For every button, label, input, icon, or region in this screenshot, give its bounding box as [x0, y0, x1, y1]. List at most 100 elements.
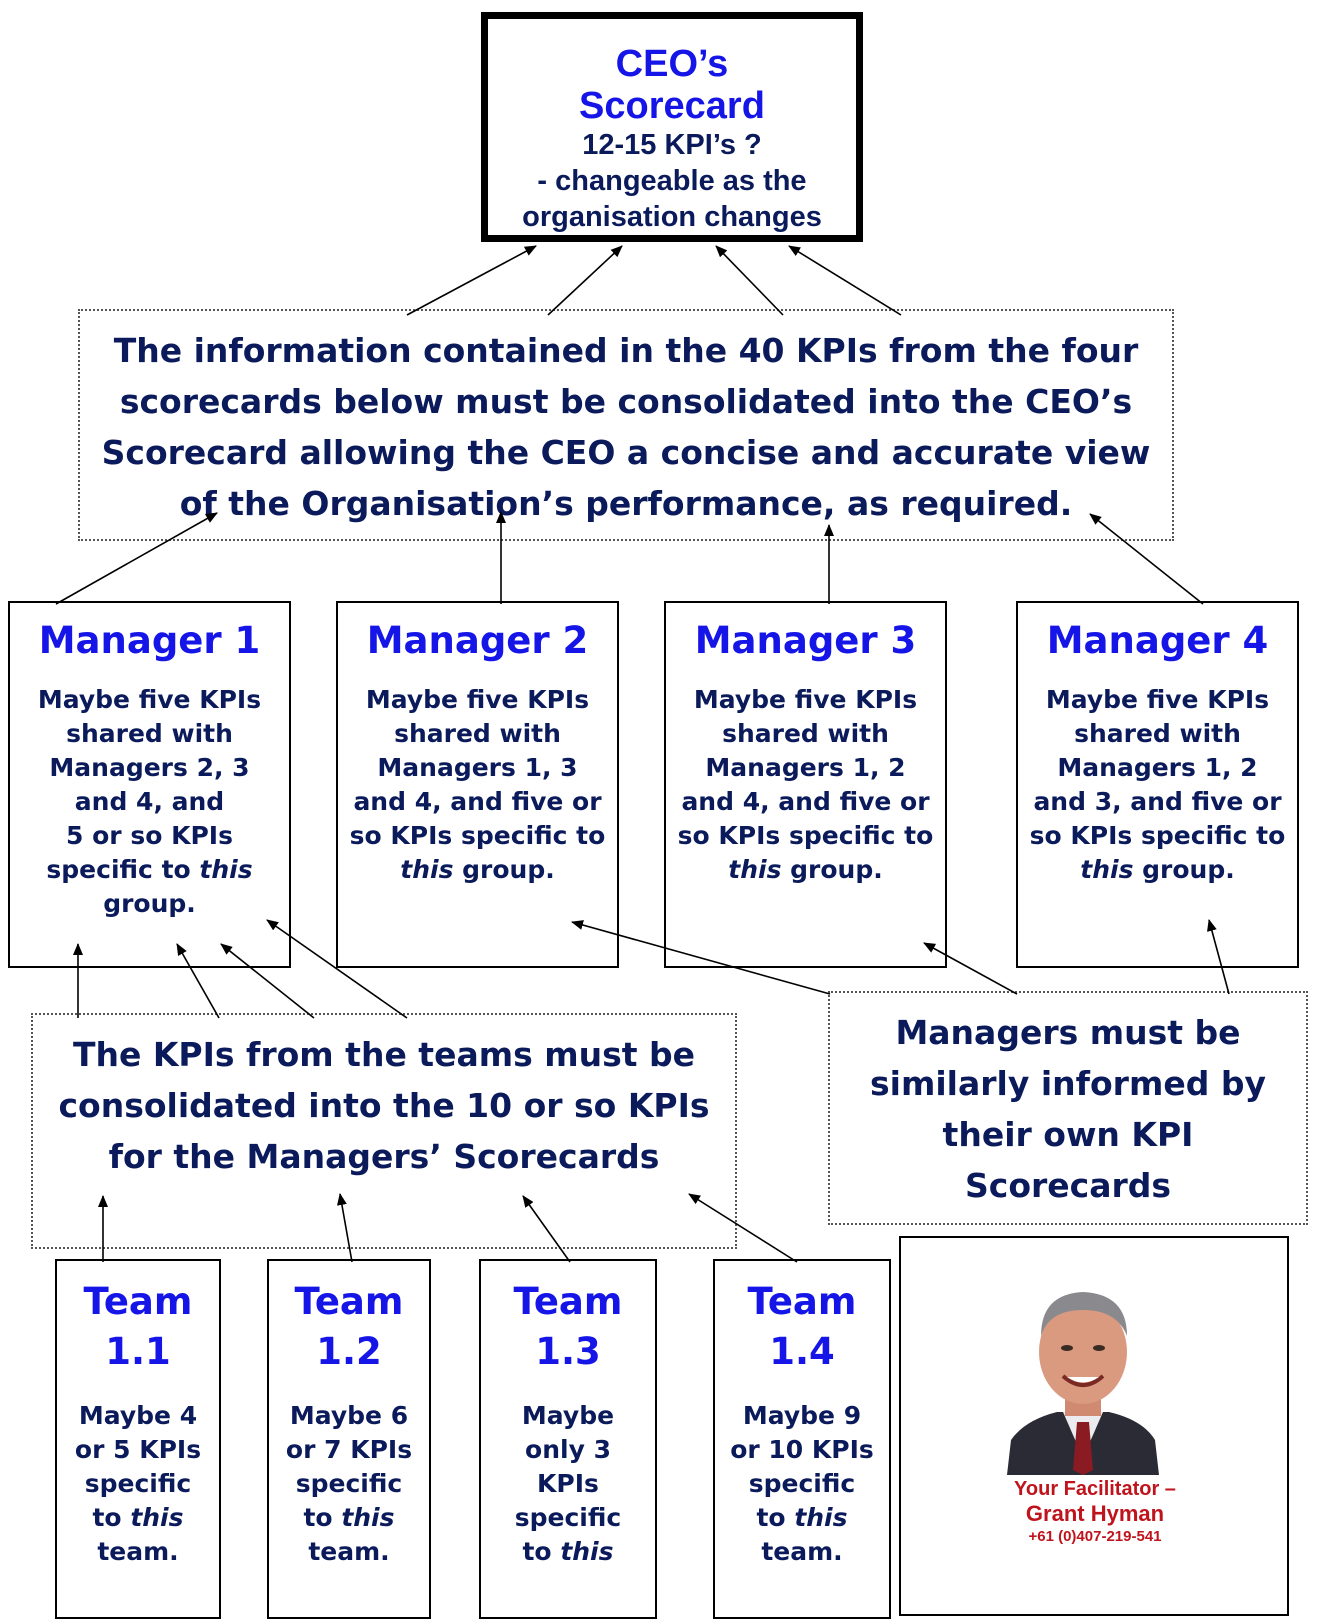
team-consolidation-line1: The KPIs from the teams must be [72, 1035, 696, 1074]
ceo-title-line2: Scorecard [579, 85, 765, 127]
manager-2-line: and 4, and five or [353, 787, 602, 816]
team-1-2-title-word: Team [294, 1280, 404, 1323]
consolidation-line4: of the Organisation’s performance, as re… [179, 484, 1073, 523]
team-1-2-number: 1.2 [316, 1330, 382, 1373]
consolidation-line3: Scorecard allowing the CEO a concise and… [101, 433, 1151, 472]
arrow-team-msg-to-m1-c [220, 943, 315, 1019]
arrow-manager-4-up [1089, 513, 1204, 605]
manager-4-line: Maybe five KPIs [1045, 685, 1270, 714]
facilitator-photo [1005, 1270, 1161, 1475]
manager-1-line: 5 or so KPIs [66, 821, 233, 850]
team-1-1-title-word: Team [83, 1280, 193, 1323]
team-1-1-line: specific [84, 1469, 192, 1498]
team-1-4-box: Team 1.4 Maybe 9 or 10 KPIs specific to … [713, 1259, 891, 1619]
manager-1-title: Manager 1 [38, 619, 261, 662]
team-1-1-number: 1.1 [105, 1330, 171, 1373]
team-1-3-box: Team 1.3 Maybe only 3 KPIs specific to t… [479, 1259, 657, 1619]
team-1-3-title-word: Team [513, 1280, 623, 1323]
team-1-3-line: Maybe [521, 1401, 615, 1430]
arrow-team-1-2-up [336, 1193, 353, 1263]
managers-informed-line2: similarly informed by [870, 1064, 1266, 1103]
manager-2-title: Manager 2 [366, 619, 589, 662]
team-1-2-line: Maybe 6 [289, 1401, 409, 1430]
manager-3-line: shared with [722, 719, 889, 748]
team-1-4-line: team. [761, 1537, 843, 1566]
arrow-manager-1-up [55, 512, 218, 605]
manager-2-line: Maybe five KPIs [365, 685, 590, 714]
manager-1-line: Maybe five KPIs [37, 685, 262, 714]
consolidation-line1: The information contained in the 40 KPIs… [113, 331, 1139, 370]
team-1-4-line: to this [756, 1503, 848, 1532]
facilitator-name: Grant Hyman [1025, 1501, 1165, 1526]
arrow-to-ceo-1 [406, 245, 537, 316]
manager-1-line: and 4, and [74, 787, 225, 816]
manager-1-line: group. [103, 889, 196, 918]
manager-3-box: Manager 3 Maybe five KPIs shared with Ma… [664, 601, 947, 968]
manager-2-line: Managers 1, 3 [377, 753, 578, 782]
ceo-title-line1: CEO’s [615, 43, 729, 85]
arrow-informed-to-m4 [1207, 919, 1230, 995]
team-1-1-line: team. [97, 1537, 179, 1566]
manager-3-description: Maybe five KPIs shared with Managers 1, … [666, 683, 945, 887]
facilitator-caption: Your Facilitator – Grant Hyman +61 (0)40… [905, 1477, 1285, 1547]
arrow-team-msg-to-m1-b [176, 943, 220, 1019]
arrow-team-msg-to-m1-d [266, 919, 408, 1019]
facilitator-label: Your Facilitator – [1014, 1478, 1176, 1500]
team-1-3-line: KPIs [537, 1469, 599, 1498]
arrow-to-ceo-4 [788, 245, 902, 316]
team-1-4-title-word: Team [747, 1280, 857, 1323]
manager-1-line: shared with [66, 719, 233, 748]
manager-4-line: so KPIs specific to [1029, 821, 1286, 850]
team-1-3-line: specific [514, 1503, 622, 1532]
managers-informed-line3: their own KPI [942, 1115, 1194, 1154]
team-consolidation-line2: consolidated into the 10 or so KPIs [58, 1086, 710, 1125]
team-1-1-description: Maybe 4 or 5 KPIs specific to this team. [57, 1399, 219, 1569]
manager-2-box: Manager 2 Maybe five KPIs shared with Ma… [336, 601, 619, 968]
managers-informed-line4: Scorecards [964, 1166, 1172, 1205]
team-consolidation-box: The KPIs from the teams must be consolid… [31, 1013, 737, 1249]
arrow-team-1-3-up [522, 1195, 571, 1263]
consolidation-line2: scorecards below must be consolidated in… [119, 382, 1133, 421]
manager-2-line: so KPIs specific to [349, 821, 606, 850]
arrow-to-ceo-3 [715, 245, 784, 316]
manager-4-title: Manager 4 [1046, 619, 1269, 662]
team-1-4-line: specific [748, 1469, 856, 1498]
managers-informed-line1: Managers must be [895, 1013, 1241, 1052]
team-1-3-description: Maybe only 3 KPIs specific to this [481, 1399, 655, 1569]
manager-3-title: Manager 3 [694, 619, 917, 662]
arrow-informed-to-m3 [923, 942, 1018, 995]
arrow-team-1-4-up [688, 1193, 798, 1263]
manager-2-line: this group. [400, 855, 555, 884]
team-1-4-title: Team 1.4 [715, 1277, 889, 1377]
team-1-2-description: Maybe 6 or 7 KPIs specific to this team. [269, 1399, 429, 1569]
team-1-2-line: to this [303, 1503, 395, 1532]
team-1-4-line: Maybe 9 [742, 1401, 862, 1430]
manager-2-line: shared with [394, 719, 561, 748]
managers-informed-box: Managers must be similarly informed by t… [828, 991, 1308, 1225]
team-1-4-number: 1.4 [769, 1330, 835, 1373]
team-1-2-box: Team 1.2 Maybe 6 or 7 KPIs specific to t… [267, 1259, 431, 1619]
ceo-note-line2: organisation changes [522, 201, 822, 233]
team-1-2-line: team. [308, 1537, 390, 1566]
team-1-2-title: Team 1.2 [269, 1277, 429, 1377]
team-1-3-line: to this [522, 1537, 614, 1566]
team-consolidation-line3: for the Managers’ Scorecards [108, 1137, 660, 1176]
manager-3-line: this group. [728, 855, 883, 884]
team-1-1-line: or 5 KPIs [74, 1435, 202, 1464]
manager-1-box: Manager 1 Maybe five KPIs shared with Ma… [8, 601, 291, 968]
manager-3-line: Maybe five KPIs [693, 685, 918, 714]
ceo-kpi-count: 12-15 KPI’s ? [582, 129, 762, 161]
team-1-1-line: Maybe 4 [78, 1401, 198, 1430]
manager-4-line: and 3, and five or [1033, 787, 1282, 816]
arrow-to-ceo-2 [547, 245, 623, 316]
manager-4-box: Manager 4 Maybe five KPIs shared with Ma… [1016, 601, 1299, 968]
manager-1-description: Maybe five KPIs shared with Managers 2, … [10, 683, 289, 921]
team-1-3-number: 1.3 [535, 1330, 601, 1373]
facilitator-phone: +61 (0)407-219-541 [1028, 1528, 1162, 1545]
manager-1-line: Managers 2, 3 [49, 753, 250, 782]
manager-4-line: shared with [1074, 719, 1241, 748]
manager-4-line: Managers 1, 2 [1057, 753, 1258, 782]
manager-1-line: specific to this [46, 855, 253, 884]
team-1-1-line: to this [92, 1503, 184, 1532]
